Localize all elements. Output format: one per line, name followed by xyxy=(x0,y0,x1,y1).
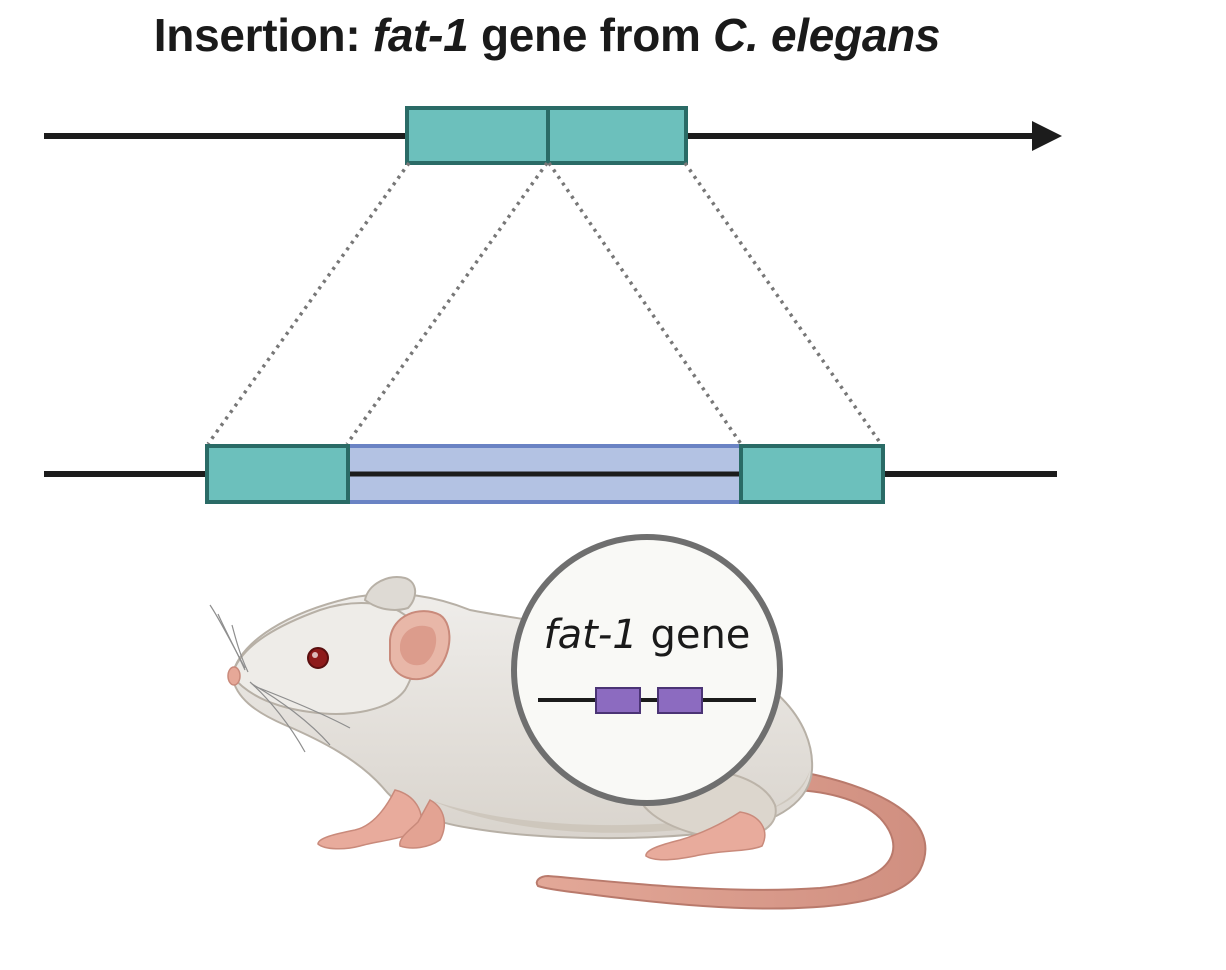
title-gene: fat-1 xyxy=(372,9,469,61)
title-organism: C. elegans xyxy=(713,9,941,61)
figure-title: Insertion: fat-1 gene from C. elegans xyxy=(0,8,1094,62)
projection-line-1 xyxy=(206,161,411,446)
inset-gene-label: fat-1 gene xyxy=(514,612,780,658)
fat1-exon-1 xyxy=(595,687,641,714)
top-dna-strand xyxy=(44,106,1062,165)
mouse-whiskers xyxy=(209,604,351,753)
bottom-exon-left xyxy=(205,444,350,504)
projection-line-4 xyxy=(683,161,883,446)
bottom-exon-right xyxy=(739,444,885,504)
mouse-ear-inner xyxy=(400,625,437,666)
title-middle: gene from xyxy=(468,9,714,61)
projection-lines xyxy=(206,161,883,446)
inset-gene-name: fat-1 xyxy=(543,612,638,658)
projection-line-3 xyxy=(547,162,743,445)
zoom-circle xyxy=(511,534,783,806)
mouse-front-leg-2 xyxy=(399,798,446,849)
top-exon-right xyxy=(546,106,688,165)
mouse-eye-highlight xyxy=(312,652,318,658)
strand-arrowhead-icon xyxy=(1032,121,1062,151)
title-prefix: Insertion: xyxy=(153,9,373,61)
bottom-dna-strand xyxy=(44,444,1057,504)
mouse-eye xyxy=(307,647,329,669)
zoom-circle-icon xyxy=(511,534,783,806)
mouse-tail xyxy=(535,768,927,910)
fat1-exon-2 xyxy=(657,687,703,714)
mouse-hind-foot xyxy=(645,811,766,861)
top-exon-left xyxy=(405,106,550,165)
mouse-back-ear xyxy=(363,576,417,611)
inset-gene-suffix: gene xyxy=(637,612,751,658)
projection-line-2 xyxy=(345,161,549,446)
mouse-nose xyxy=(227,666,241,686)
